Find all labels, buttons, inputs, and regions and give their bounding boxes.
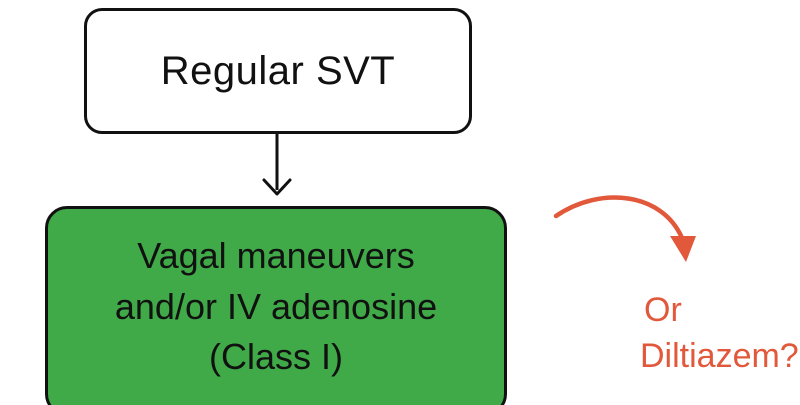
alternative-note-line-2: Diltiazem?: [640, 336, 799, 375]
start-node-regular-svt: Regular SVT: [84, 8, 472, 134]
treatment-line-3: (Class I): [209, 336, 343, 378]
alternative-note-line-1: Or: [644, 291, 682, 329]
treatment-line-1: Vagal maneuvers: [137, 235, 415, 277]
treatment-line-2: and/or IV adenosine: [114, 285, 438, 327]
alternative-note: Or Diltiazem?: [640, 288, 800, 380]
curved-arrow-icon: [553, 195, 696, 262]
treatment-node: Vagal maneuvers and/or IV adenosine (Cla…: [45, 206, 507, 405]
down-arrow: [262, 134, 292, 196]
start-node-label: Regular SVT: [160, 48, 396, 93]
